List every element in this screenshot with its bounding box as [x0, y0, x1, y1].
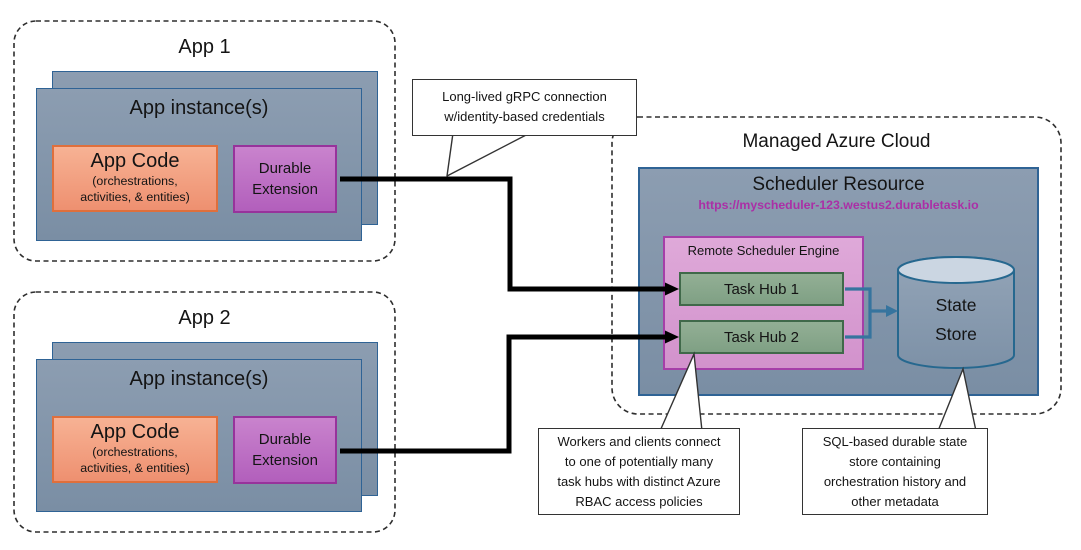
state-store-label-line: State — [935, 295, 977, 315]
state-store-label-line: Store — [935, 324, 977, 344]
task-hub-2: Task Hub 2 — [679, 320, 844, 354]
app1-app-code-box: App Code (orchestrations, activities, & … — [52, 145, 218, 212]
durable-extension-label-line: Extension — [252, 181, 318, 198]
app1-instances-label: App instance(s) — [129, 97, 269, 119]
app1-title: App 1 — [178, 36, 231, 58]
callout-grpc-line: Long-lived gRPC connection — [442, 89, 607, 104]
callout-workers-line: Workers and clients connect — [557, 434, 721, 449]
callout-sql-line: SQL-based durable state — [822, 434, 968, 449]
taskhubs-to-statestore-connector — [845, 287, 898, 339]
callout-workers-line: RBAC access policies — [575, 494, 703, 509]
task-hub-1-label: Task Hub 1 — [723, 280, 800, 298]
sql-callout-tail — [936, 366, 977, 432]
app1-dashed-border — [13, 20, 396, 262]
state-store-cylinder — [897, 256, 1015, 369]
task-hub-1: Task Hub 1 — [679, 272, 844, 306]
callout-workers: Workers and clients connect to one of po… — [538, 428, 740, 515]
managed-azure-cloud-dashed-border — [611, 116, 1062, 415]
app1-to-taskhub1-arrow — [340, 176, 679, 296]
app2-instances-label: App instance(s) — [129, 368, 269, 390]
callout-sql-line: orchestration history and — [823, 474, 967, 489]
scheduler-resource-title: Scheduler Resource — [752, 174, 925, 195]
managed-azure-cloud-title: Managed Azure Cloud — [742, 131, 931, 152]
callout-workers-line: to one of potentially many — [564, 454, 714, 469]
durable-extension-label-line: Durable — [258, 431, 312, 448]
callout-workers-line: task hubs with distinct Azure — [557, 474, 721, 489]
app-code-subtitle-line: (orchestrations, — [92, 174, 178, 188]
callout-sql-line: other metadata — [851, 494, 939, 509]
app2-durable-extension-box: Durable Extension — [233, 416, 337, 484]
app-code-title: App Code — [90, 150, 180, 172]
grpc-callout-tail — [446, 132, 531, 178]
app2-to-taskhub2-arrow — [340, 330, 679, 454]
app-code-subtitle-line: (orchestrations, — [92, 445, 178, 459]
callout-grpc: Long-lived gRPC connection w/identity-ba… — [412, 79, 637, 136]
app2-dashed-border — [13, 291, 396, 533]
durable-extension-label-line: Extension — [252, 452, 318, 469]
remote-scheduler-engine-title: Remote Scheduler Engine — [687, 243, 840, 258]
app-code-subtitle-line: activities, & entities) — [80, 460, 190, 475]
app-code-title: App Code — [90, 421, 180, 443]
callout-sql: SQL-based durable state store containing… — [802, 428, 988, 515]
app2-title: App 2 — [178, 307, 231, 329]
workers-callout-tail — [658, 351, 703, 432]
state-store-label: State Store — [898, 291, 1014, 349]
task-hub-2-label: Task Hub 2 — [723, 328, 800, 346]
scheduler-url: https://myscheduler-123.westus2.durablet… — [698, 198, 979, 212]
app2-app-code-box: App Code (orchestrations, activities, & … — [52, 416, 218, 483]
durable-extension-label-line: Durable — [258, 160, 312, 177]
app-code-subtitle-line: activities, & entities) — [80, 189, 190, 204]
app1-durable-extension-box: Durable Extension — [233, 145, 337, 213]
callout-sql-line: store containing — [849, 454, 941, 469]
callout-grpc-line: w/identity-based credentials — [444, 109, 605, 124]
